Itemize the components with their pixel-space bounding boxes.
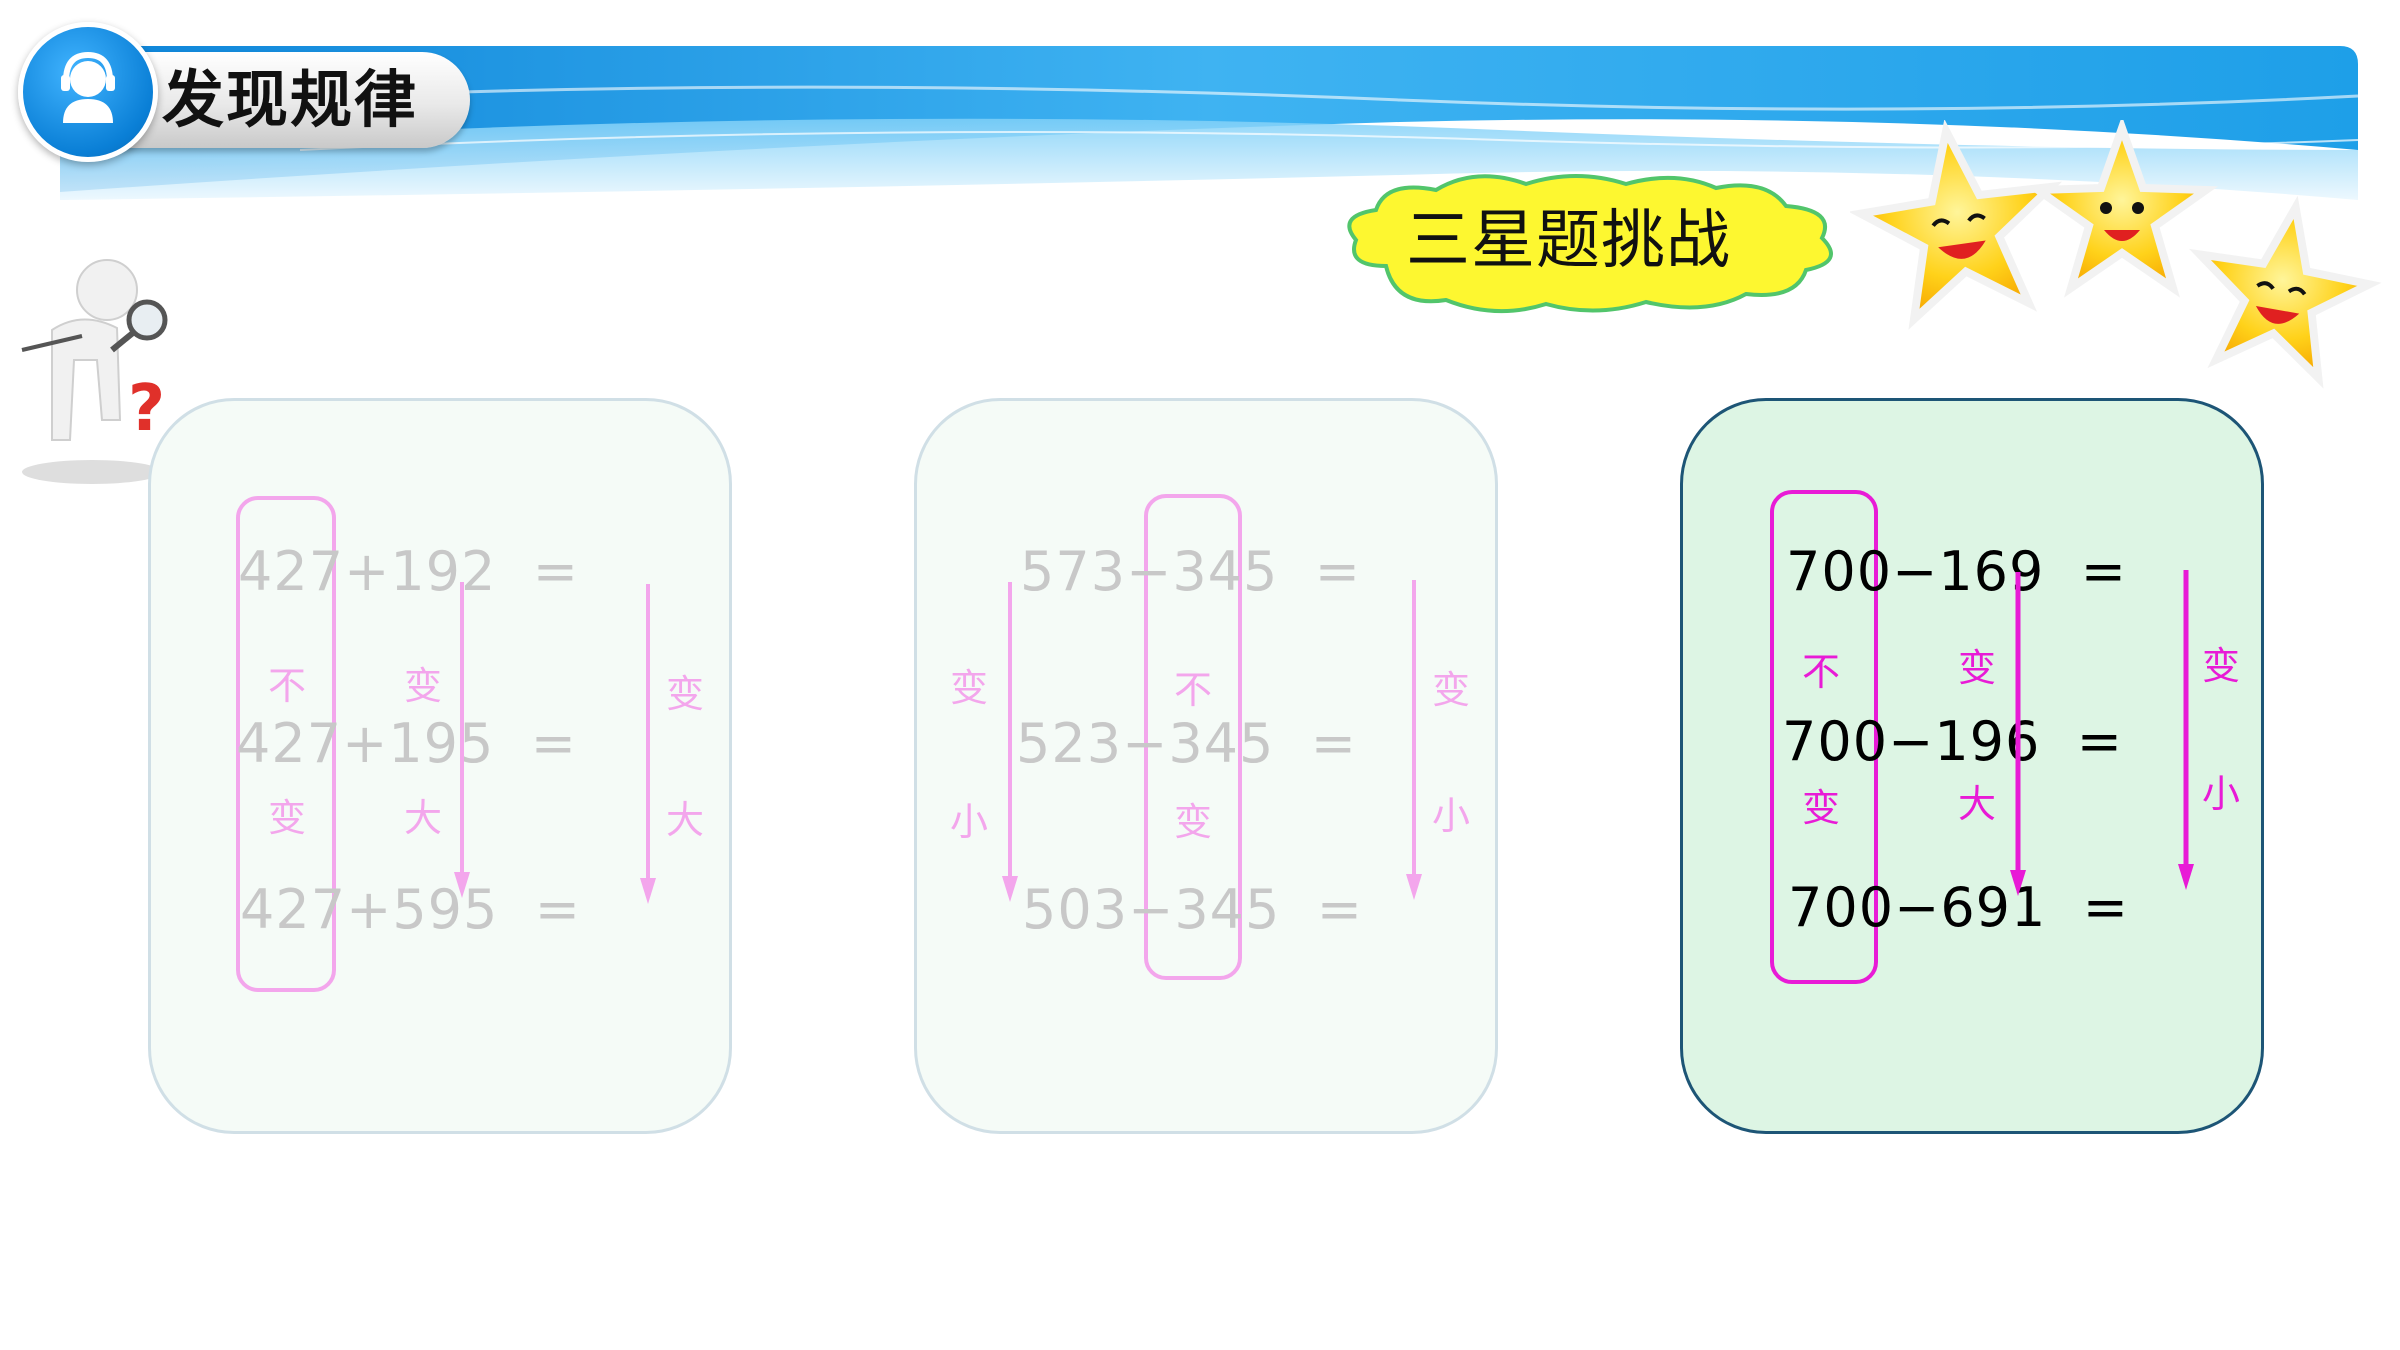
box-label-1-bottom: 变: [267, 796, 306, 840]
mid-label-3-bottom: 大: [1957, 782, 1996, 826]
left-label-2-bottom: 小: [949, 800, 988, 844]
smiling-star-icon: [1850, 120, 2382, 389]
equation-card-1: [148, 398, 732, 1134]
down-arrow-icon: [2178, 570, 2194, 890]
down-arrow-icon: [640, 584, 656, 904]
constant-operand-box: [1144, 494, 1242, 980]
box-label-1-top: 不: [267, 664, 306, 708]
magnifier-thinker-icon: ?: [21, 259, 168, 484]
page-title: 发现规律: [162, 63, 419, 136]
title-pill: [110, 52, 470, 148]
equation-1-3: 427+595 =: [240, 878, 581, 941]
constant-operand-box: [236, 496, 336, 992]
mid-label-1-bottom: 大: [403, 796, 442, 840]
equation-2-1: 573−345 =: [1020, 540, 1361, 603]
svg-text:?: ?: [128, 372, 165, 446]
challenge-cloud: [1347, 174, 1833, 314]
box-label-3-bottom: 变: [1801, 786, 1840, 830]
equation-card-3: [1680, 398, 2264, 1134]
down-arrow-icon: [1002, 582, 1018, 902]
down-arrow-icon: [1406, 580, 1422, 900]
equation-1-2: 427+195 =: [236, 712, 577, 775]
right-label-2-bottom: 小: [1431, 794, 1470, 838]
right-label-1-top: 变: [665, 672, 704, 716]
right-label-1-bottom: 大: [665, 798, 704, 842]
equation-2-3: 503−345 =: [1022, 878, 1363, 941]
headset-person-icon: [61, 51, 115, 123]
down-arrow-icon: [2010, 572, 2026, 896]
left-label-2-top: 变: [949, 666, 988, 710]
equation-3-2: 700−196 =: [1782, 710, 2123, 773]
equation-2-2: 523−345 =: [1016, 712, 1357, 775]
equation-1-1: 427+192 =: [238, 540, 579, 603]
down-arrow-icon: [454, 582, 470, 898]
box-label-2-bottom: 变: [1173, 800, 1212, 844]
mid-label-3-top: 变: [1957, 646, 1996, 690]
right-label-3-top: 变: [2201, 644, 2240, 688]
equation-3-3: 700−691 =: [1788, 876, 2129, 939]
constant-operand-box: [1770, 490, 1878, 984]
mid-label-1-top: 变: [403, 664, 442, 708]
equation-3-1: 700−169 =: [1786, 540, 2127, 603]
avatar: [18, 22, 158, 162]
box-label-3-top: 不: [1801, 650, 1840, 694]
right-label-2-top: 变: [1431, 668, 1470, 712]
challenge-label: 三星题挑战: [1406, 204, 1731, 278]
right-label-3-bottom: 小: [2201, 772, 2240, 816]
box-label-2-top: 不: [1173, 668, 1212, 712]
